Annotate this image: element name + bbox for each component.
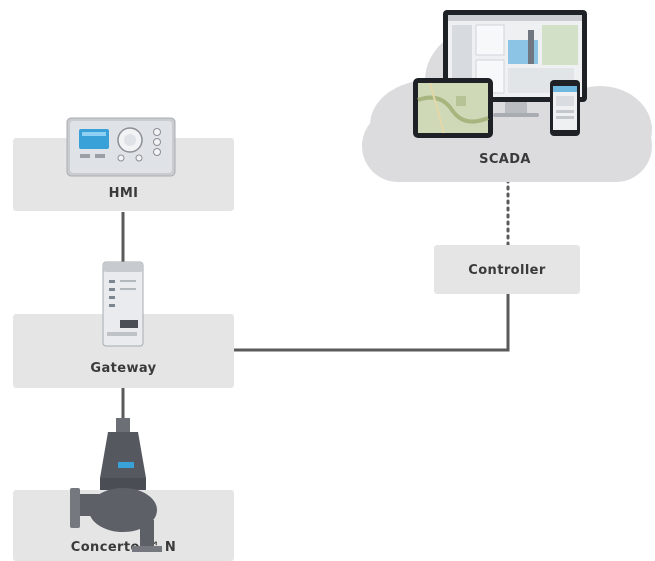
gateway-device-icon (102, 261, 144, 347)
gateway-label: Gateway (90, 361, 157, 376)
gateway-controller-connector (234, 294, 510, 352)
tablet-icon (413, 78, 493, 138)
controller-label: Controller (468, 263, 546, 278)
hmi-label: HMI (108, 186, 139, 201)
phone-icon (550, 80, 580, 136)
hmi-panel-icon (66, 117, 176, 177)
pump-icon (70, 418, 162, 552)
scada-label: SCADA (479, 152, 531, 167)
controller-box: Controller (434, 245, 580, 294)
